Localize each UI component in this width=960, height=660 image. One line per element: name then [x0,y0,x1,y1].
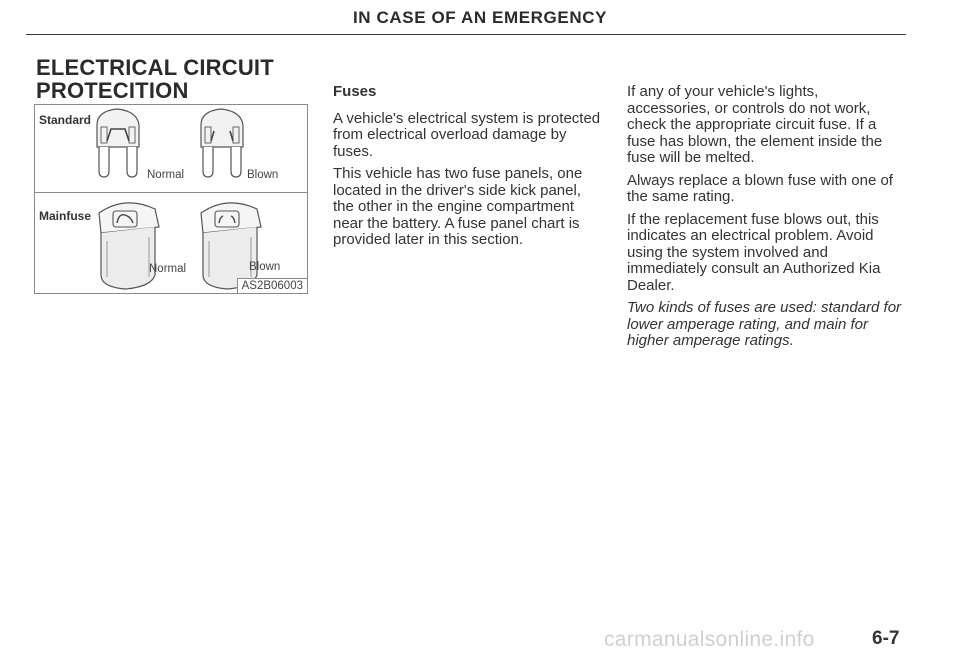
header-rule [26,34,906,35]
figure-label-mainfuse: Mainfuse [39,209,92,223]
main-fuse-normal-illustration [98,202,160,290]
running-header: IN CASE OF AN EMERGENCY [352,8,608,27]
right-paragraph-3: If the replacement fuse blows out, this … [627,210,881,294]
standard-fuse-normal-illustration [96,108,140,178]
standard-blown-caption: Blown [247,169,279,181]
main-fuse-blown-illustration [200,202,262,290]
figure-divider [35,192,307,193]
page-number: 6-7 [872,628,900,649]
figure-label-standard: Standard [39,113,92,127]
standard-fuse-blown-illustration [200,108,244,178]
fuses-heading: Fuses [333,83,377,100]
right-paragraph-2: Always replace a blown fuse with one of … [627,171,893,205]
main-blown-caption: Blown [249,261,281,273]
main-normal-caption: Normal [149,263,187,275]
fuses-paragraph-1: A vehicle's electrical system is protect… [333,109,601,160]
fuse-check-column: If any of your vehicle's lights, accesso… [627,83,903,356]
standard-normal-caption: Normal [147,169,185,181]
right-paragraph-4: Two kinds of fuses are used: standard fo… [627,299,902,349]
fuses-column: Fuses A vehicle's electrical system is p… [333,83,601,255]
figure-code: AS2B06003 [236,278,307,293]
fuse-figure: Standard Normal Blown Mainfuse Normal [34,104,308,294]
section-title: ELECTRICAL CIRCUIT PROTECITION [36,55,274,103]
footer-watermark: carmanualsonline.info [604,628,815,651]
right-paragraph-1: If any of your vehicle's lights, accesso… [627,83,883,166]
fuses-paragraph-2: This vehicle has two fuse panels, one lo… [333,165,583,248]
